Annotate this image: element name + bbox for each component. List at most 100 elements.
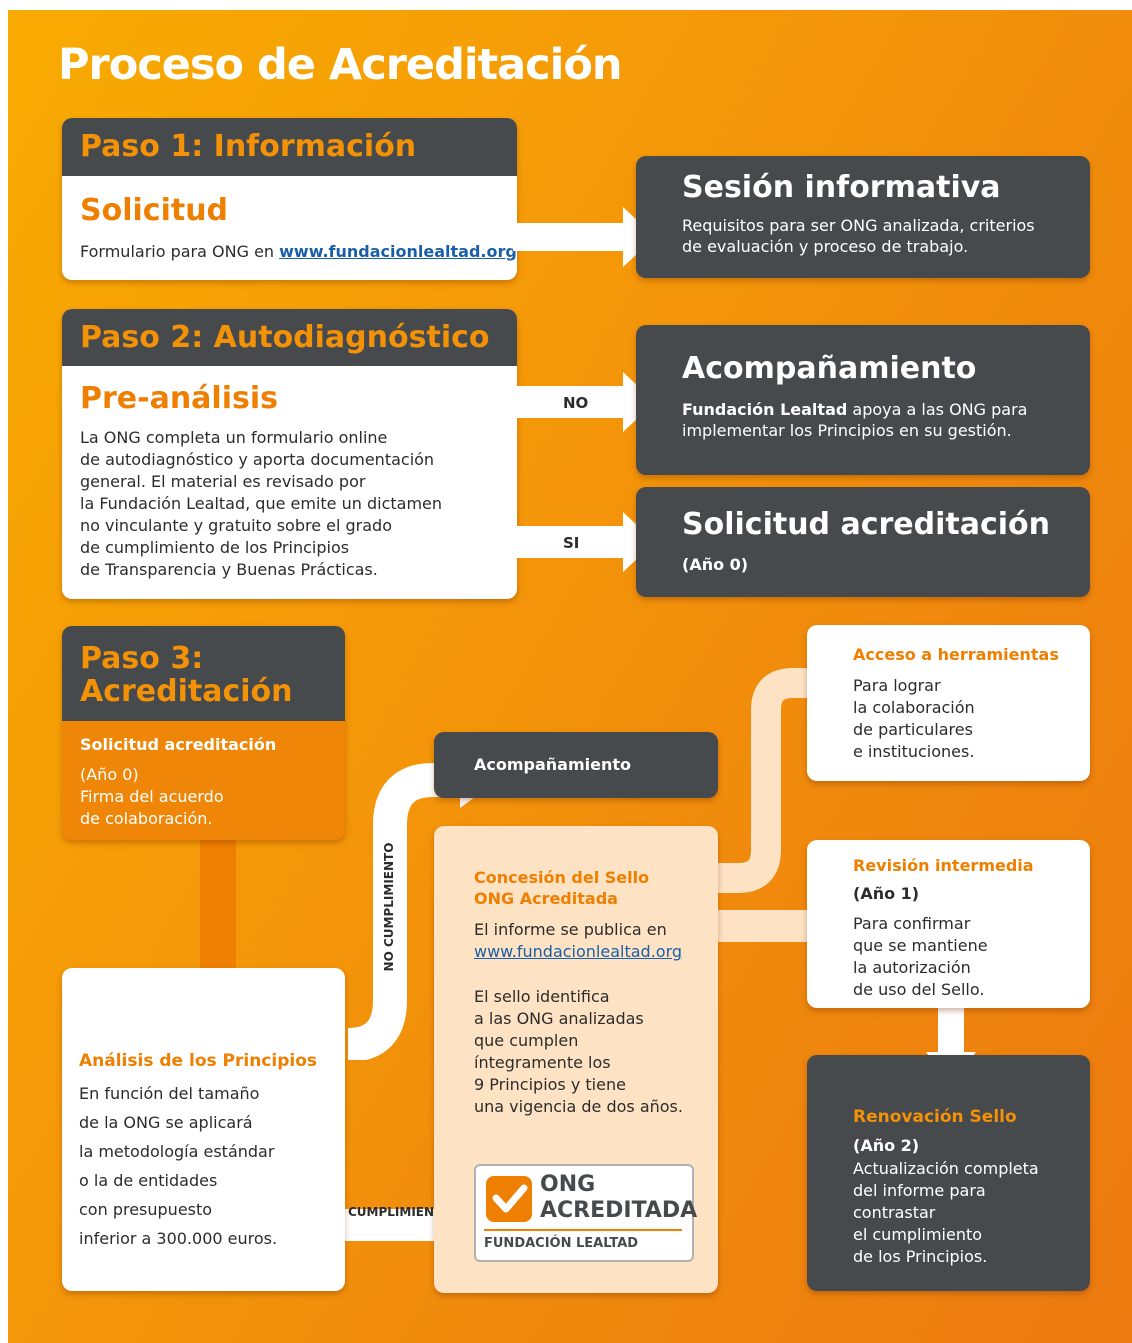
sesion-card: Sesión informativa Requisitos para ser O…	[636, 156, 1090, 278]
paso3-header-line2: Acreditación	[80, 674, 293, 709]
arrow-no	[513, 372, 655, 432]
revision-title: Revisión intermedia	[853, 856, 1034, 875]
no-cumplimiento-label: NO CUMPLIMIENTO	[382, 842, 396, 972]
acceso-title: Acceso a herramientas	[853, 645, 1059, 664]
analisis-line: con presupuesto	[79, 1200, 213, 1219]
paso1-card: Paso 1: Información Solicitud Formulario…	[62, 118, 517, 280]
revision-card: Revisión intermedia (Año 1) Para confirm…	[807, 840, 1090, 1008]
acceso-line: Para lograr	[853, 676, 941, 695]
revision-line: Para confirmar	[853, 914, 971, 933]
revision-line: de uso del Sello.	[853, 980, 985, 999]
page-title: Proceso de Acreditación	[58, 40, 623, 90]
acceso-card: Acceso a herramientas Para lograr la col…	[807, 625, 1090, 781]
analisis-line: la metodología estándar	[79, 1142, 275, 1161]
revision-line: la autorización	[853, 958, 971, 977]
concesion-line: una vigencia de dos años.	[474, 1097, 683, 1116]
renovacion-line: de los Principios.	[853, 1247, 988, 1266]
si-label: SI	[563, 534, 580, 552]
sesion-line2: de evaluación y proceso de trabajo.	[682, 237, 969, 256]
paso2-header: Paso 2: Autodiagnóstico	[62, 309, 517, 366]
renovacion-line: contrastar	[853, 1203, 936, 1222]
analisis-body: En función del tamaño de la ONG se aplic…	[79, 1079, 277, 1253]
acompanamiento-small-label: Acompañamiento	[474, 755, 632, 774]
infographic-canvas: Proceso de Acreditación Paso 1: Informac…	[8, 10, 1132, 1343]
renovacion-body: Actualización completa del informe para …	[853, 1158, 1039, 1268]
paso1-text: Formulario para ONG en www.fundacionleal…	[80, 242, 517, 261]
concesion-line: a las ONG analizadas	[474, 1009, 644, 1028]
sesion-title: Sesión informativa	[682, 170, 1001, 205]
paso2-body: La ONG completa un formulario online de …	[80, 427, 442, 581]
renovacion-line: Actualización completa	[853, 1159, 1039, 1178]
analisis-line: o la de entidades	[79, 1171, 218, 1190]
acompanamiento-card: Acompañamiento Fundación Lealtad apoya a…	[636, 325, 1090, 475]
acompanamiento-line1: Fundación Lealtad apoya a las ONG para	[682, 400, 1027, 419]
paso2-line: La ONG completa un formulario online	[80, 428, 388, 447]
sesion-line1: Requisitos para ser ONG analizada, crite…	[682, 216, 1035, 235]
paso2-line: de autodiagnóstico y aporta documentació…	[80, 450, 435, 469]
paso3-body: (Año 0) Firma del acuerdo de colaboració…	[80, 764, 224, 830]
concesion-link[interactable]: www.fundacionlealtad.org	[474, 942, 683, 961]
check-mark-icon	[492, 1184, 528, 1213]
renovacion-sub: (Año 2)	[853, 1136, 920, 1155]
solicitud-acreditacion-card: Solicitud acreditación (Año 0)	[636, 487, 1090, 597]
analisis-title: Análisis de los Principios	[79, 1051, 317, 1071]
no-label: NO	[563, 394, 589, 412]
paso1-text-plain: Formulario para ONG en	[80, 242, 280, 261]
acompanamiento-small-card: Acompañamiento	[434, 732, 718, 798]
revision-body: Para confirmar que se mantiene la autori…	[853, 913, 988, 1001]
paso3-header: Paso 3: Acreditación	[62, 626, 345, 721]
concesion-line: que cumplen	[474, 1031, 579, 1050]
renovacion-line: el cumplimiento	[853, 1225, 983, 1244]
logo-check-icon	[486, 1176, 532, 1222]
ong-acreditada-logo: ONG ACREDITADA FUNDACIÓN LEALTAD	[474, 1164, 698, 1262]
logo-line3: FUNDACIÓN LEALTAD	[484, 1236, 639, 1251]
logo-line1: ONG	[540, 1172, 596, 1197]
concesion-text1: El informe se publica en	[474, 920, 667, 939]
revision-sub: (Año 1)	[853, 884, 920, 903]
concesion-line: íntegramente los	[474, 1053, 611, 1072]
arrow-paso3-down	[182, 830, 254, 1012]
paso2-line: de Transparencia y Buenas Prácticas.	[80, 560, 378, 579]
concesion-card: Concesión del Sello ONG Acreditada El in…	[434, 826, 718, 1293]
paso1-subtitle: Solicitud	[80, 193, 229, 228]
paso2-card: Paso 2: Autodiagnóstico Pre-análisis La …	[62, 309, 517, 599]
cumplimiento-label: CUMPLIMIENTO	[348, 1205, 453, 1219]
paso2-line: de cumplimiento de los Principios	[80, 538, 350, 557]
concesion-body: El sello identifica a las ONG analizadas…	[474, 986, 683, 1118]
solicitud-acreditacion-sub: (Año 0)	[682, 555, 749, 574]
paso3-subtitle: Solicitud acreditación	[80, 735, 277, 754]
acompanamiento-bold: Fundación Lealtad	[682, 400, 848, 419]
logo-line2: ACREDITADA	[540, 1198, 698, 1223]
analisis-line: En función del tamaño	[79, 1084, 260, 1103]
paso2-line: no vinculante y gratuito sobre el grado	[80, 516, 392, 535]
solicitud-acreditacion-title: Solicitud acreditación	[682, 507, 1051, 542]
concesion-line: 9 Principios y tiene	[474, 1075, 626, 1094]
acompanamiento-title: Acompañamiento	[682, 351, 977, 386]
acceso-line: la colaboración	[853, 698, 975, 717]
paso3-line: (Año 0)	[80, 765, 139, 784]
paso3-line: de colaboración.	[80, 809, 213, 828]
concesion-line: El sello identifica	[474, 987, 610, 1006]
analisis-line: de la ONG se aplicará	[79, 1113, 253, 1132]
paso3-header-line1: Paso 3:	[80, 641, 204, 676]
paso2-line: general. El material es revisado por	[80, 472, 366, 491]
paso3-card: Paso 3: Acreditación Solicitud acreditac…	[62, 626, 345, 840]
paso3-line: Firma del acuerdo	[80, 787, 224, 806]
renovacion-title: Renovación Sello	[853, 1107, 1017, 1127]
acceso-line: e instituciones.	[853, 742, 975, 761]
analisis-line: inferior a 300.000 euros.	[79, 1229, 278, 1248]
renovacion-card: Renovación Sello (Año 2) Actualización c…	[807, 1055, 1090, 1291]
paso2-line: la Fundación Lealtad, que emite un dicta…	[80, 494, 443, 513]
arrow-si	[513, 512, 655, 572]
acceso-line: de particulares	[853, 720, 973, 739]
concesion-title-1: Concesión del Sello	[474, 868, 650, 887]
analisis-card: Análisis de los Principios En función de…	[62, 968, 345, 1291]
paso1-header: Paso 1: Información	[62, 118, 517, 176]
concesion-title-2: ONG Acreditada	[474, 889, 618, 908]
renovacion-line: del informe para	[853, 1181, 986, 1200]
paso1-link[interactable]: www.fundacionlealtad.org	[279, 242, 517, 261]
revision-line: que se mantiene	[853, 936, 988, 955]
arrow-paso1-sesion	[513, 207, 655, 267]
acompanamiento-line2: implementar los Principios en su gestión…	[682, 421, 1012, 440]
acceso-body: Para lograr la colaboración de particula…	[853, 675, 975, 763]
